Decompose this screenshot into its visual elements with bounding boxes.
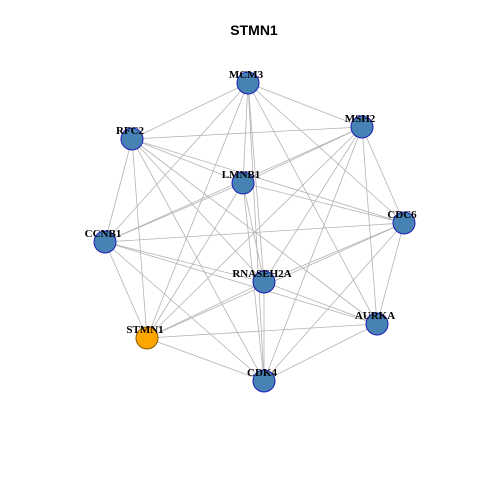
node-label-aurka: AURKA xyxy=(355,310,395,322)
edge-msh2-cdc6 xyxy=(361,126,405,224)
edge-rfc2-stmn1 xyxy=(131,138,148,339)
node-label-cdc6: CDC6 xyxy=(387,209,417,221)
node-msh2[interactable] xyxy=(350,115,374,139)
node-label-ccnb1: CCNB1 xyxy=(85,228,122,240)
edge-msh2-lmnb1 xyxy=(242,126,363,184)
node-label-rfc2: RFC2 xyxy=(116,125,145,137)
node-cdk4[interactable] xyxy=(252,369,276,393)
edge-rnaseh2a-stmn1 xyxy=(146,281,265,339)
node-mcm3[interactable] xyxy=(236,71,260,95)
graph-title: STMN1 xyxy=(230,22,278,38)
edge-mcm3-cdc6 xyxy=(247,82,405,224)
node-layer xyxy=(93,71,416,393)
edge-mcm3-rnaseh2a xyxy=(247,82,265,283)
edge-stmn1-cdk4 xyxy=(146,337,265,382)
node-aurka[interactable] xyxy=(365,312,389,336)
edge-lmnb1-ccnb1 xyxy=(104,182,244,243)
edge-aurka-stmn1 xyxy=(146,323,378,339)
edge-rfc2-lmnb1 xyxy=(131,138,244,184)
edge-rfc2-ccnb1 xyxy=(104,138,133,243)
edge-cdc6-stmn1 xyxy=(146,222,405,339)
edge-mcm3-rfc2 xyxy=(131,82,249,140)
edge-cdc6-ccnb1 xyxy=(104,222,405,243)
edge-rfc2-rnaseh2a xyxy=(131,138,265,283)
edge-cdc6-rnaseh2a xyxy=(263,222,405,283)
edge-mcm3-aurka xyxy=(247,82,378,325)
edge-rfc2-cdc6 xyxy=(131,138,405,224)
node-stmn1[interactable] xyxy=(135,326,159,350)
edge-msh2-cdk4 xyxy=(263,126,363,382)
edge-ccnb1-rnaseh2a xyxy=(104,241,265,283)
edge-mcm3-ccnb1 xyxy=(104,82,249,243)
edge-cdc6-aurka xyxy=(376,222,405,325)
edge-ccnb1-aurka xyxy=(104,241,378,325)
node-rnaseh2a[interactable] xyxy=(252,270,276,294)
edge-rnaseh2a-aurka xyxy=(263,281,378,325)
edge-aurka-cdk4 xyxy=(263,323,378,382)
edge-rfc2-cdk4 xyxy=(131,138,265,382)
edge-msh2-rfc2 xyxy=(131,126,363,140)
edge-msh2-rnaseh2a xyxy=(263,126,363,283)
node-label-mcm3: MCM3 xyxy=(229,69,264,81)
node-label-msh2: MSH2 xyxy=(345,113,376,125)
node-ccnb1[interactable] xyxy=(93,230,117,254)
node-cdc6[interactable] xyxy=(392,211,416,235)
edge-ccnb1-cdk4 xyxy=(104,241,265,382)
node-label-rnaseh2a: RNASEH2A xyxy=(232,268,291,280)
node-label-stmn1: STMN1 xyxy=(126,324,163,336)
edge-mcm3-msh2 xyxy=(247,82,363,128)
node-label-lmnb1: LMNB1 xyxy=(222,169,261,181)
node-label-cdk4: CDK4 xyxy=(247,367,277,379)
edge-lmnb1-stmn1 xyxy=(146,182,244,339)
edge-cdc6-cdk4 xyxy=(263,222,405,382)
node-lmnb1[interactable] xyxy=(231,171,255,195)
edge-ccnb1-stmn1 xyxy=(104,241,148,339)
edge-lmnb1-cdc6 xyxy=(242,182,405,224)
node-rfc2[interactable] xyxy=(120,127,144,151)
edge-rfc2-aurka xyxy=(131,138,378,325)
